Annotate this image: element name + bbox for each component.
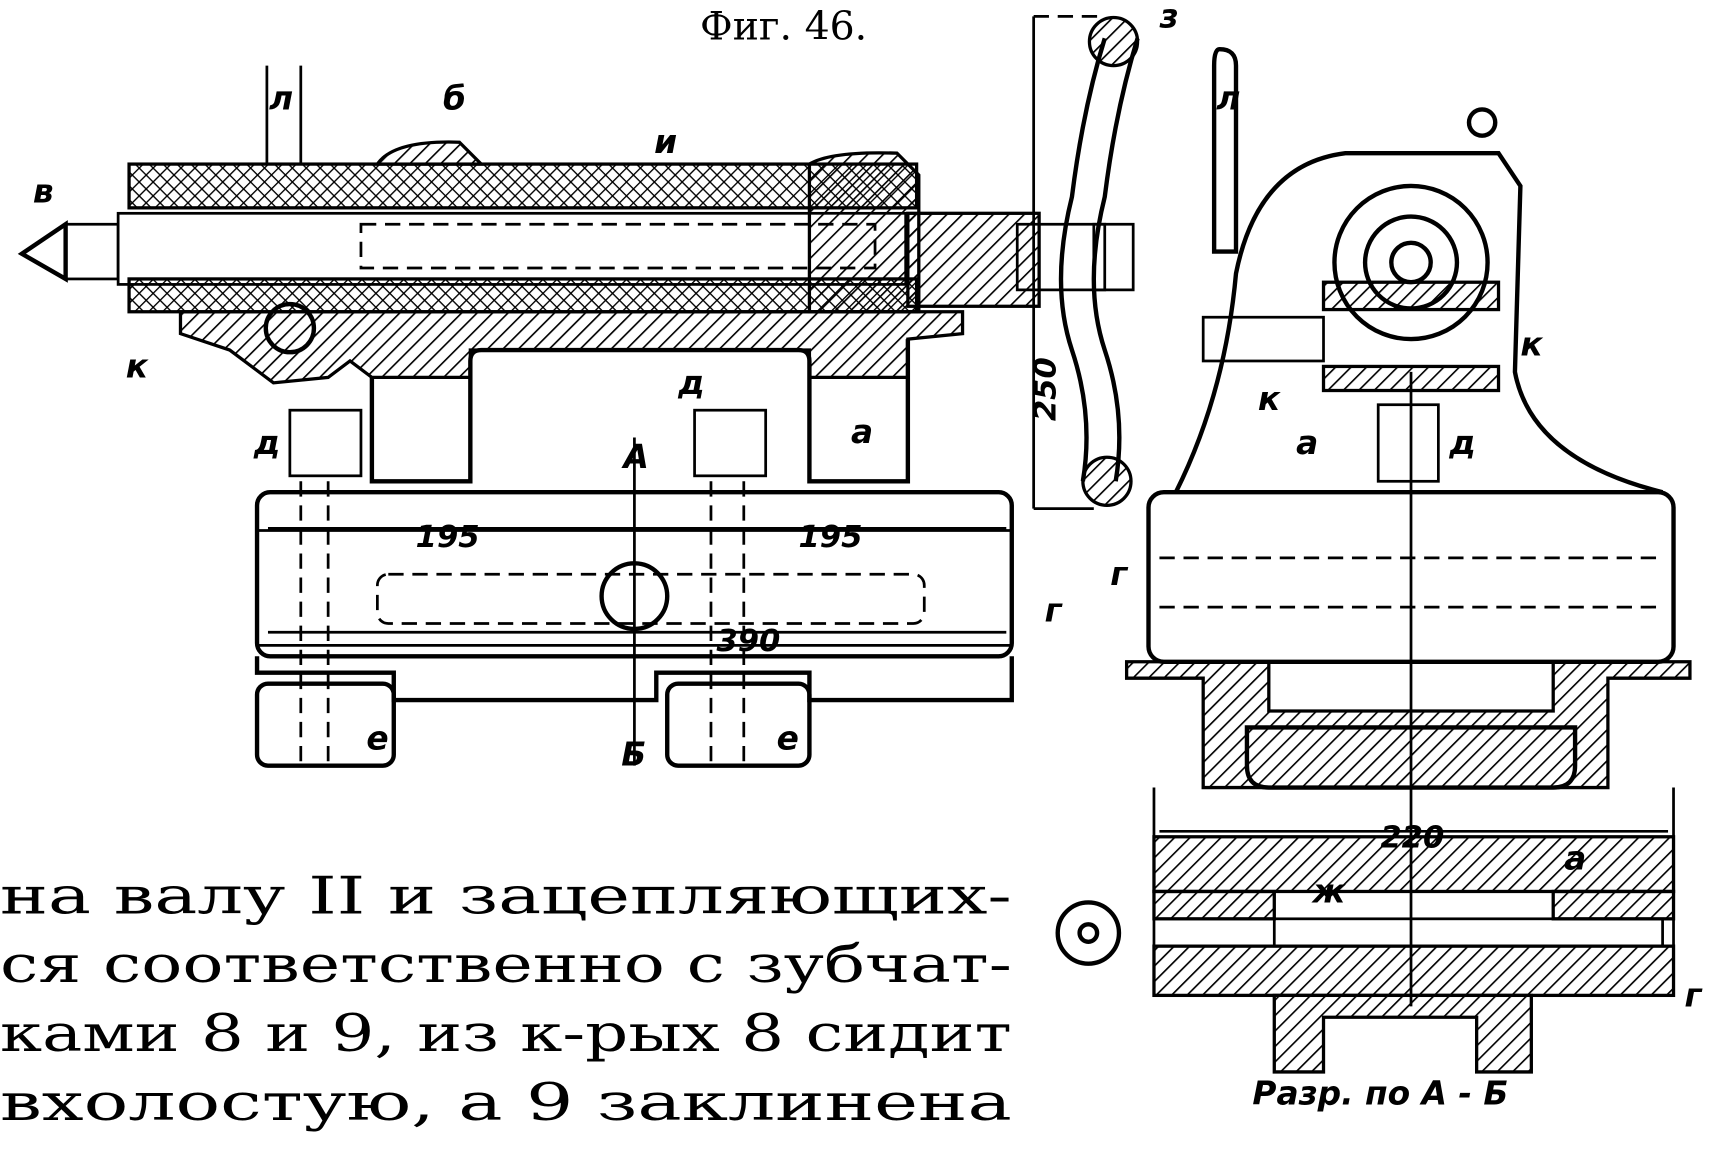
text-line-2: ся соответственно с зубчат-: [0, 935, 1012, 995]
label-A: А: [620, 438, 648, 476]
dim-right-half: 195: [798, 520, 862, 555]
label-k-right2: к: [1258, 380, 1281, 418]
label-i: и: [654, 123, 677, 161]
section-caption: Разр. по А - Б: [1252, 1075, 1508, 1113]
label-B: Б: [621, 736, 646, 774]
label-a-end: а: [1296, 424, 1318, 462]
label-d-end: д: [1448, 424, 1476, 462]
text-line-1: на валу II и зацепляющих-: [0, 866, 1012, 926]
label-k-left: к: [126, 347, 149, 385]
label-z: з: [1158, 0, 1178, 35]
dim-section-width: 220: [1380, 821, 1444, 856]
label-d-center: д: [677, 364, 705, 402]
label-g-section: г: [1684, 976, 1703, 1014]
label-d-left: д: [253, 424, 281, 462]
label-g-side: г: [1045, 591, 1064, 629]
label-b: б: [443, 79, 466, 117]
dim-left-half: 195: [416, 520, 480, 555]
label-a-side: а: [851, 413, 873, 451]
label-l-left: л: [269, 79, 293, 117]
label-k-right1: к: [1520, 326, 1543, 364]
label-e-right: е: [777, 719, 799, 757]
label-a-section: а: [1564, 840, 1586, 878]
side-view: [17, 15, 1140, 768]
end-view: [1055, 47, 1692, 1074]
text-line-4: вхолостую, а 9 заклинена: [0, 1073, 1012, 1133]
label-v: в: [33, 172, 54, 210]
figure-title: Фиг. 46.: [700, 3, 867, 49]
label-e-left: е: [366, 719, 388, 757]
label-zh: ж: [1311, 872, 1347, 910]
text-line-3: ками 8 и 9, из к-рых 8 сидит: [0, 1004, 1012, 1064]
label-g-end: г: [1110, 555, 1129, 593]
label-l-right: л: [1216, 79, 1240, 117]
dim-handwheel: 250: [1029, 357, 1064, 421]
dim-total: 390: [716, 624, 780, 659]
